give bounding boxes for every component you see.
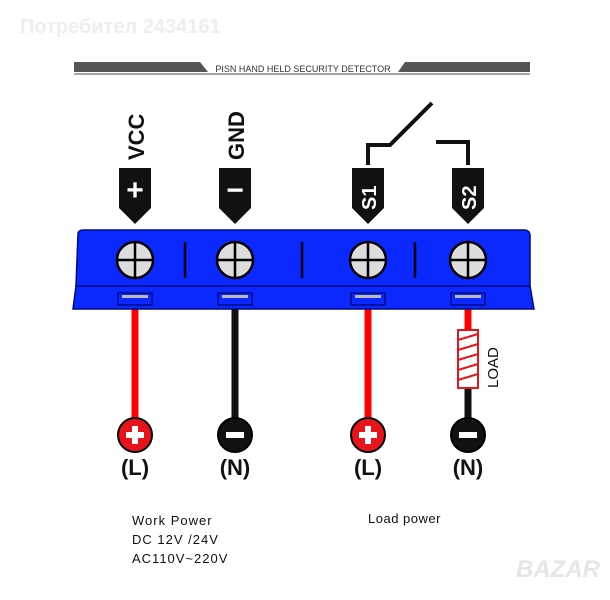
terminal-gnd: (N) GND − [217,111,253,480]
load-label: LOAD [485,347,502,388]
pole-bar [132,426,138,444]
label-arrow [119,168,151,224]
terminal-symbol: − [226,174,244,207]
work-power-note: Work Power DC 12V /24V AC110V~220V [132,511,228,568]
load-power-note: Load power [368,511,441,526]
banner: PISN HAND HELD SECURITY DETECTOR [74,62,530,75]
terminal-s2: (N) S2 [450,168,486,480]
terminal-label: GND [224,111,249,160]
wire-slot [450,292,486,306]
logo: BAZAR [516,556,600,583]
wire-slot [117,292,153,306]
work-power-dc: DC 12V /24V [132,532,219,547]
banner-text: PISN HAND HELD SECURITY DETECTOR [215,64,391,74]
terminal-symbol: S1 [359,186,381,210]
side-label: (N) [220,455,251,480]
terminal-symbol: S2 [459,186,481,210]
pole-bar [365,426,371,444]
terminal-symbol: + [126,174,144,207]
side-label: (N) [453,455,484,480]
pole-bar [459,432,477,438]
work-power-title: Work Power [132,513,213,528]
terminal-s1: (L) S1 [350,168,386,480]
side-label: (L) [121,455,149,480]
pole-bar [226,432,244,438]
wire-slot [217,292,253,306]
label-arrow [219,168,251,224]
work-power-ac: AC110V~220V [132,551,229,566]
screw-icon [348,240,388,306]
terminal-label: VCC [124,113,149,160]
label-arrow [452,168,484,224]
load-resistor: LOAD [457,329,502,389]
label-arrow [352,168,384,224]
terminal-vcc: (L) VCC + [117,113,153,480]
screw-icon [215,240,255,306]
terminal-block [72,229,535,310]
wire-slot [350,292,386,306]
screw-icon [448,240,488,306]
watermark: Потребител 2434161 [20,16,221,38]
side-label: (L) [354,455,382,480]
switch-icon [366,101,470,165]
screw-icon [115,240,155,306]
